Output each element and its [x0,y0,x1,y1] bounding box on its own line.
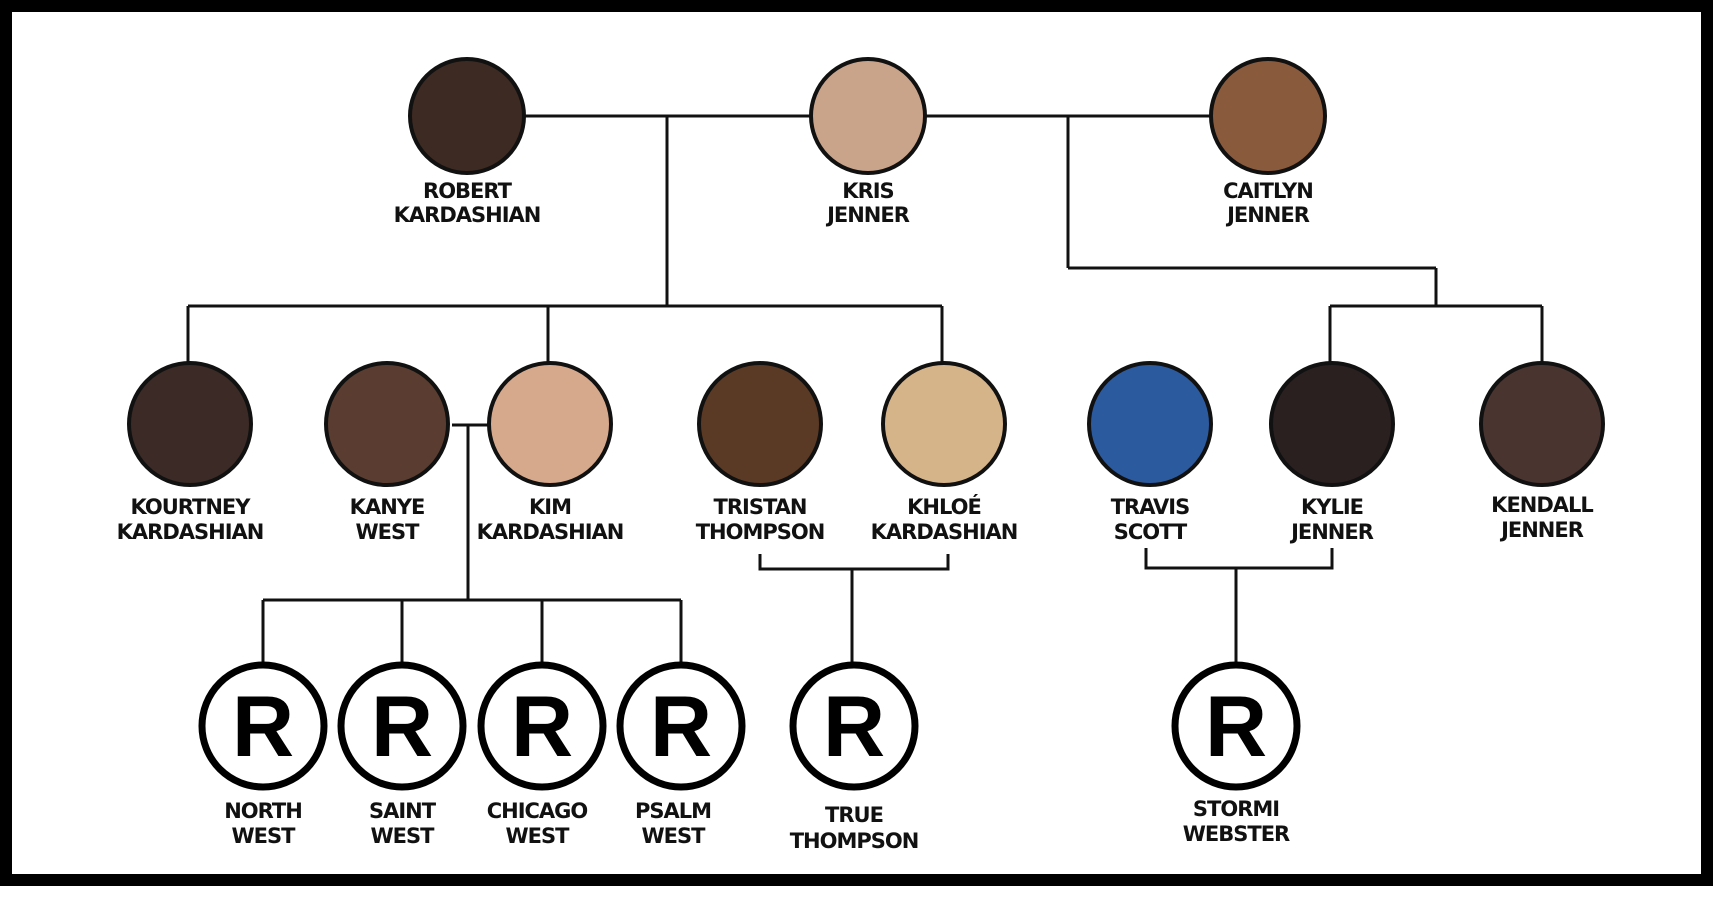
avatar [1211,59,1325,173]
child-name-line2: WEST [232,824,297,848]
child-north-west: R NORTH WEST [202,665,324,848]
person-name-line2: JENNER [1225,203,1310,227]
person-tristan-thompson: TRISTAN THOMPSON [696,363,825,544]
registered-trademark-letter: R [232,679,294,775]
child-name-line1: TRUE [825,803,883,827]
child-saint-west: R SAINT WEST [341,665,463,848]
avatar [811,59,925,173]
person-name-line2: JENNER [825,203,910,227]
person-robert-kardashian: ROBERT KARDASHIAN [394,59,541,227]
child-name-line1: SAINT [369,799,437,823]
registered-trademark-letter: R [511,679,573,775]
person-name-line1: KENDALL [1491,493,1593,517]
avatar [410,59,524,173]
avatar [129,363,251,485]
person-caitlyn-jenner: CAITLYN JENNER [1211,59,1325,227]
person-name-line1: KRIS [842,179,893,203]
person-name-line1: KIM [529,495,571,519]
person-name-line2: JENNER [1289,520,1374,544]
person-name-line1: CAITLYN [1223,179,1313,203]
avatar [883,363,1005,485]
person-name-line1: ROBERT [423,179,513,203]
person-kris-jenner: KRIS JENNER [811,59,925,227]
person-name-line1: KOURTNEY [131,495,252,519]
child-name-line2: WEST [506,824,571,848]
child-psalm-west: R PSALM WEST [620,665,742,848]
child-name-line1: CHICAGO [487,799,588,823]
person-kendall-jenner: KENDALL JENNER [1481,363,1603,542]
person-name-line2: JENNER [1499,518,1584,542]
person-name-line1: KHLOÉ [907,494,981,519]
connector-travis-kylie [1146,548,1332,568]
child-true-thompson: R TRUE THOMPSON [790,665,919,853]
person-khloe-kardashian: KHLOÉ KARDASHIAN [871,363,1018,544]
person-kourtney-kardashian: KOURTNEY KARDASHIAN [117,363,264,544]
child-name-line2: THOMPSON [790,829,919,853]
person-kanye-west: KANYE WEST [326,363,448,544]
person-name-line2: KARDASHIAN [477,520,624,544]
registered-trademark-letter: R [650,679,712,775]
person-name-line1: TRAVIS [1111,495,1190,519]
person-name-line1: KYLIE [1301,495,1363,519]
avatar [1481,363,1603,485]
person-name-line2: SCOTT [1114,520,1188,544]
child-name-line2: WEBSTER [1183,822,1290,846]
registered-trademark-letter: R [371,679,433,775]
child-name-line1: NORTH [224,799,302,823]
avatar [1271,363,1393,485]
child-name-line2: WEST [371,824,436,848]
child-chicago-west: R CHICAGO WEST [481,665,603,848]
person-name-line2: THOMPSON [696,520,825,544]
person-name-line2: KARDASHIAN [394,203,541,227]
avatar [1089,363,1211,485]
avatar [326,363,448,485]
connector-tristan-khloe [760,554,948,569]
family-tree-diagram: ROBERT KARDASHIAN KRIS JENNER CAITLYN JE… [12,12,1713,898]
avatar [699,363,821,485]
child-name-line1: STORMI [1193,797,1279,821]
registered-trademark-letter: R [1205,679,1267,775]
person-name-line1: TRISTAN [714,495,807,519]
person-name-line2: WEST [356,520,421,544]
person-travis-scott: TRAVIS SCOTT [1089,363,1211,544]
person-kylie-jenner: KYLIE JENNER [1271,363,1393,544]
child-name-line1: PSALM [635,799,711,823]
person-name-line1: KANYE [350,495,425,519]
child-stormi-webster: R STORMI WEBSTER [1175,665,1297,846]
person-name-line2: KARDASHIAN [117,520,264,544]
person-kim-kardashian: KIM KARDASHIAN [477,363,624,544]
child-name-line2: WEST [642,824,707,848]
person-name-line2: KARDASHIAN [871,520,1018,544]
avatar [489,363,611,485]
registered-trademark-letter: R [823,679,885,775]
